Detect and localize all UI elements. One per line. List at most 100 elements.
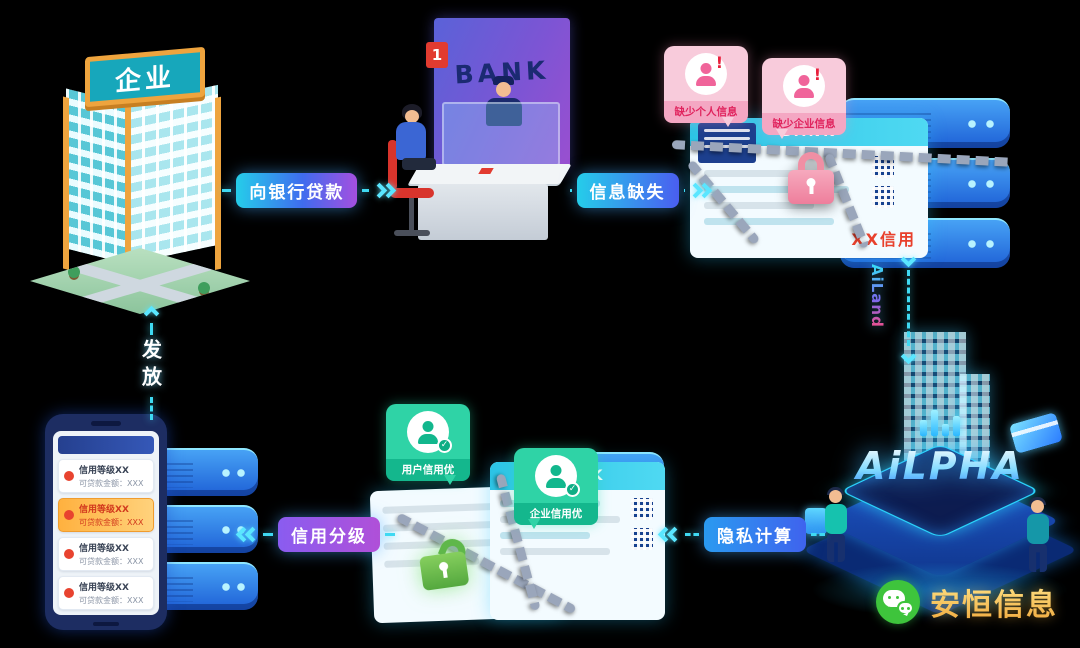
missing-enterprise-info-bubble: ! 缺少企业信息	[762, 58, 846, 139]
padlock-body	[788, 170, 834, 204]
office-chair-seat	[390, 188, 434, 198]
ailpha-platform: AiLPHA	[800, 332, 1080, 632]
green-open-padlock-icon	[417, 533, 470, 591]
enterprise-label: 企业	[114, 61, 175, 98]
user-credit-good-label: 用户信用优	[386, 459, 470, 481]
building-left-face	[66, 88, 128, 265]
person-glyph	[543, 463, 569, 489]
person-glyph	[693, 61, 719, 87]
padlock-keyhole	[806, 178, 816, 187]
edge-loan-label: 向银行贷款	[236, 172, 358, 208]
person-glyph	[791, 73, 817, 99]
queue-number-tag: 1	[426, 42, 448, 68]
padlock-body	[419, 550, 470, 591]
dashed-connector	[263, 532, 273, 536]
brand-name: 安恒信息	[930, 580, 1058, 624]
arrowhead-up-icon	[143, 305, 159, 322]
enterprise-credit-good-label: 企业信用优	[514, 503, 598, 525]
building-pillar	[63, 96, 69, 270]
platform-glow	[812, 562, 1068, 618]
exclamation-icon: !	[813, 65, 821, 84]
tree-icon	[68, 266, 80, 278]
wechat-eye	[888, 596, 891, 599]
office-chair-base	[394, 230, 430, 236]
missing-personal-info-label: 缺少个人信息	[664, 101, 748, 123]
edge-privacy-computing: 隐私计算	[657, 514, 850, 554]
bank-teller-figure	[484, 76, 524, 128]
loan-amount-text: 可贷款金额：XXX	[79, 518, 144, 527]
dashed-connector	[683, 188, 685, 192]
qr-code-icon	[631, 528, 653, 550]
document-text-line	[704, 218, 834, 225]
bank-counter-scene: 1 BANK	[388, 12, 574, 258]
loan-amount-text: 可贷款金额：XXX	[79, 479, 144, 488]
edge-privacy-label: 隐私计算	[704, 516, 806, 552]
brand-footer: 安恒信息	[876, 580, 1058, 624]
credit-grade-text: 信用等级XX	[79, 544, 129, 554]
bank-wall: 1 BANK	[426, 18, 570, 170]
edge-credit-grading: 信用分级	[235, 514, 396, 554]
user-credit-good-bubble: ✓ 用户信用优	[386, 404, 470, 485]
credit-report-phone: 信用等级XX 可贷款金额：XXX 信用等级XX 可贷款金额：XXX 信用等级XX…	[45, 414, 167, 630]
enterprise-building: 企业	[30, 46, 250, 314]
credit-grade-text: 信用等级XX	[79, 505, 129, 515]
dashed-connector	[362, 188, 369, 192]
document-text-line	[500, 532, 590, 539]
building-right-face	[128, 84, 218, 265]
person-glyph	[415, 419, 441, 445]
document-text-line	[704, 170, 824, 177]
dashed-connector	[811, 532, 825, 536]
counter-desk-front	[418, 184, 548, 240]
customer-legs	[402, 158, 436, 170]
dashed-connector	[149, 397, 153, 420]
analyst-figure-left	[805, 487, 854, 566]
qr-code-icon	[872, 156, 894, 178]
dashed-connector	[685, 532, 699, 536]
wechat-eye	[896, 596, 899, 599]
dashed-connector	[149, 323, 153, 335]
person-warning-icon: !	[783, 65, 825, 107]
credit-list-item: 信用等级XX 可贷款金额：XXX	[58, 459, 154, 493]
enterprise-sign: 企业	[85, 46, 205, 108]
ailpha-logo: AiLPHA	[800, 444, 1080, 488]
wechat-bubble-small	[897, 601, 914, 615]
edge-missing-label: 信息缺失	[576, 172, 679, 208]
teller-body	[486, 98, 522, 126]
edge-grading-label: 信用分级	[278, 516, 380, 552]
arrowhead-down-icon	[900, 348, 916, 365]
analyst-figure-right	[1020, 497, 1056, 576]
exclamation-icon: !	[715, 53, 723, 72]
ailand-label: AiLand	[868, 264, 886, 328]
credit-list-item: 信用等级XX 可贷款金额：XXX	[58, 537, 154, 571]
phone-speaker	[91, 421, 121, 426]
teller-cap	[493, 76, 514, 85]
wechat-eye	[901, 607, 904, 610]
customer-head	[405, 110, 419, 123]
document-text-line	[704, 202, 814, 209]
person-warning-icon: !	[685, 53, 727, 95]
enterprise-credit-good-bubble: ✓ 企业信用优	[514, 448, 598, 529]
edge-grant: 发放	[134, 305, 168, 420]
building-tower	[63, 84, 221, 280]
arrowhead-left-icon	[244, 526, 261, 542]
data-panel-icon	[805, 508, 827, 534]
edge-grant-label: 发放	[138, 339, 163, 393]
person-check-icon: ✓	[535, 455, 580, 497]
wechat-eye	[907, 607, 910, 610]
credit-item-icon	[64, 471, 74, 481]
padlock-keyhole	[438, 561, 449, 572]
check-icon: ✓	[437, 438, 452, 453]
arrowhead-right-icon	[380, 182, 397, 198]
check-icon: ✓	[565, 482, 580, 497]
person-check-icon: ✓	[407, 411, 452, 453]
missing-personal-info-bubble: ! 缺少个人信息	[664, 46, 748, 127]
edge-missing-info: 信息缺失	[570, 170, 713, 210]
missing-enterprise-info-label: 缺少企业信息	[762, 113, 846, 135]
credit-grade-text: 信用等级XX	[79, 466, 129, 476]
credit-item-icon	[64, 588, 74, 598]
office-chair-pole	[409, 198, 414, 230]
phone-home-bar	[93, 622, 119, 626]
building-pillar	[125, 98, 131, 270]
tree-icon	[198, 282, 210, 294]
